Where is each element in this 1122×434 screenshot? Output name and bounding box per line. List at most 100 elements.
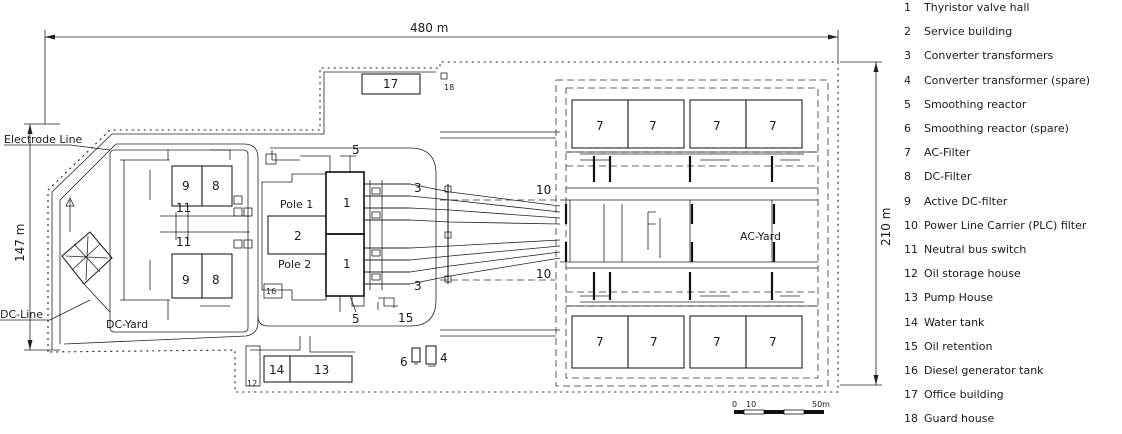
plan-number-14: 14 [269,363,284,377]
ac-filter-2 [627,99,685,149]
perimeter-fence [47,61,839,393]
legend-item-label: Power Line Carrier (PLC) filter [924,218,1087,232]
legend-item: 11 Neutral bus switch [904,243,1026,265]
plan-number-8b: 8 [212,273,220,287]
legend-item-label: Converter transformers [924,49,1054,63]
spare-converter-transformer [425,345,437,365]
water-tank [263,355,291,383]
converter-area: Pole 1 Pole 2 [261,150,398,313]
legend-item-number: 9 [904,194,911,208]
ac-connection-lines [409,183,561,285]
dc-filter-bottom [201,253,233,299]
dc-yard: DC-Yard [61,149,253,333]
office-building [361,73,421,95]
spare-smoothing-reactor [411,347,421,363]
plan-number-7d: 7 [769,119,777,133]
legend-item-number: 15 [904,339,918,353]
diesel-generator-tank [263,283,283,299]
legend-item: 12 Oil storage house [904,267,1021,289]
dc-line-tower [61,197,113,313]
scale-tick-10: 10 [746,400,756,409]
auxiliary-buildings [245,72,448,387]
converter-transformers [364,180,410,290]
guard-house [440,72,448,80]
dc-line [0,299,91,321]
legend-item-label: Oil storage house [924,267,1021,281]
legend-item-number: 14 [904,315,918,329]
plan-number-18: 18 [444,83,454,92]
plan-number-7: 7 [596,119,604,133]
service-building-outline [261,173,327,301]
site-plan: 480 m 210 m 147 m [0,21,893,415]
plan-number-15: 15 [398,311,413,325]
legend-item-number: 8 [904,170,911,184]
plan-number-11: 11 [176,235,191,249]
legend-item-number: 6 [904,122,911,135]
legend-item-label: Neutral bus switch [924,243,1027,256]
yard-depth-dimension: 147 m [13,123,60,351]
ac-filter-8 [745,315,803,369]
plan-number-5a: 5 [352,143,360,157]
plan-number-7h: 7 [769,335,777,349]
scale-tick-50: 50m [812,400,830,409]
pole-2-label: Pole 2 [278,258,311,271]
electrode-line [4,144,111,151]
yard-depth-dimension-label: 147 m [13,224,27,262]
roads [59,79,829,387]
legend-item: 9 Active DC-filter [904,195,1007,217]
legend-item-number: 2 [904,25,911,39]
legend-item: 14 Water tank [904,316,984,338]
legend-item: 8 DC-Filter [904,170,971,192]
legend-item-label: Diesel generator tank [924,364,1044,377]
plan-number-11b: 11 [176,201,191,215]
plan-number-1b: 1 [343,257,351,271]
valve-hall-pole-2 [325,233,365,297]
plan-number-3b: 3 [414,279,422,293]
plan-number-7e: 7 [596,335,604,349]
width-dimension: 480 m [44,21,839,124]
legend-item-label: AC-Filter [924,146,971,160]
plan-number-2: 2 [294,229,302,243]
ac-yard-label: AC-Yard [740,230,781,243]
plan-number-9: 9 [182,179,190,193]
depth-dimension-label: 210 m [879,208,893,246]
plan-number-5b: 5 [352,312,360,326]
legend-item-label: DC-Filter [924,170,972,184]
scale-tick-0: 0 [732,400,737,409]
legend-item-number: 12 [904,267,918,281]
legend-item-number: 3 [904,49,911,63]
legend-item-number: 11 [904,243,918,256]
plan-number-17: 17 [383,77,398,91]
plan-numbers: 1 1 2 3 3 4 5 5 6 7 7 7 7 7 7 7 7 8 8 9 … [176,77,777,388]
oil-storage-house [245,345,261,387]
legend-item-number: 17 [904,388,918,402]
legend-item-label: Converter transformer (spare) [924,73,1091,87]
plan-number-10: 10 [536,183,551,197]
scale-bar: 0 10 50m [732,400,830,415]
electrode-line-label: Electrode Line [4,133,83,146]
ac-filter-4 [745,99,803,149]
plan-number-6: 6 [400,355,408,369]
legend-item-label: Active DC-filter [924,194,1008,208]
legend-item-number: 13 [904,291,918,305]
plan-number-7c: 7 [713,119,721,133]
ac-yard: AC-Yard [560,99,818,369]
plan-number-13: 13 [314,363,329,377]
ac-filter-6 [627,315,685,369]
pole-1-label: Pole 1 [280,198,313,211]
legend-item-label: Water tank [924,315,985,329]
legend-item: 5 Smoothing reactor [904,98,1026,120]
plan-number-10b: 10 [536,267,551,281]
legend-item-number: 5 [904,97,911,111]
plan-number-8: 8 [212,179,220,193]
plan-number-1a: 1 [343,196,351,210]
legend-item-label: Pump House [924,291,994,305]
legend-item-label: Smoothing reactor [924,97,1027,111]
legend-item-number: 1 [904,1,911,14]
